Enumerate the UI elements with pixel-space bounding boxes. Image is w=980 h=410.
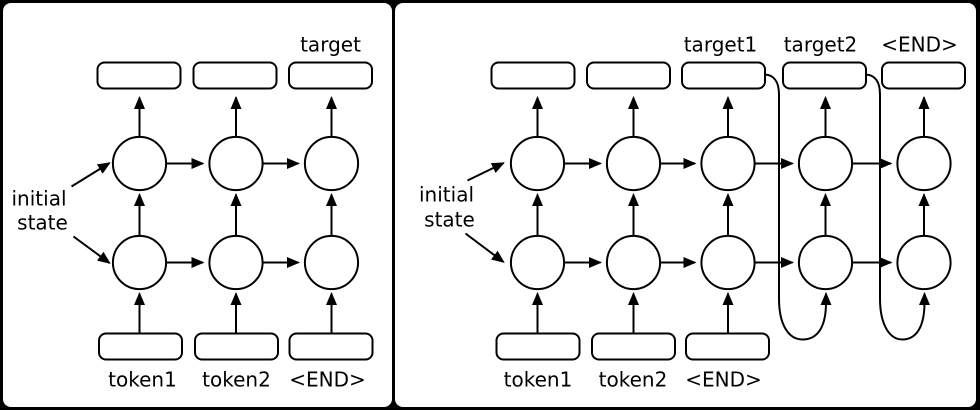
arrow-initial-state [70,161,111,187]
hidden-state-circle-upper [111,135,167,191]
input-token-label: <END> [685,367,762,391]
feedback-arrow [764,73,831,341]
rnn-diagram: token1 token2 <END> target1 target2 <END> init… [419,32,966,391]
input-token-label: token2 [598,367,667,391]
hidden-state-circle-lower [303,234,359,290]
input-token-label: token1 [503,367,572,391]
hidden-state-circle-lower [207,234,264,290]
input-token-label: token2 [202,367,271,391]
output-target-label: target1 [683,32,757,56]
output-target-label: target [300,32,361,56]
initial-state-label-line: initial [11,186,66,210]
hidden-state-circle-upper [509,135,565,191]
output-box [490,61,575,89]
initial-state-label-line: state [424,207,475,231]
hidden-state-circle-lower [699,234,756,290]
output-box [880,61,966,89]
hidden-state-circle-upper [605,135,661,191]
arrow-initial-state [466,161,505,181]
output-box [680,61,766,89]
arrow-initial-state [72,235,111,264]
output-box [192,61,277,89]
input-box [590,332,676,360]
arrow-initial-state [464,232,505,263]
initial-state-label-line: state [17,210,68,234]
output-box [287,61,373,89]
hidden-state-circle-lower [895,234,952,290]
output-box [781,61,867,89]
output-target-label: target2 [783,32,857,56]
hidden-state-circle-lower [111,234,167,290]
hidden-state-circle-upper [303,135,359,191]
input-box [684,332,770,360]
output-box [96,61,181,89]
input-box [97,332,183,360]
output-target-label: <END> [881,32,958,56]
hidden-state-circle-lower [797,234,853,290]
input-box [495,332,580,360]
hidden-state-circle-upper [797,135,853,191]
hidden-state-circle-upper [895,135,952,191]
output-box [585,61,671,89]
hidden-state-circle-upper [699,135,756,191]
feedback-arrow [865,73,930,341]
hidden-state-circle-lower [605,234,661,290]
hidden-state-circle-upper [207,135,264,191]
input-token-label: token1 [108,367,177,391]
input-box [193,332,279,360]
initial-state-label-line: initial [419,182,474,206]
input-token-label: <END> [289,367,366,391]
generation-rnn-panel: token1 token2 <END> target1 target2 <END> init… [394,2,976,407]
input-box [288,332,373,360]
hidden-state-circle-lower [509,234,565,290]
